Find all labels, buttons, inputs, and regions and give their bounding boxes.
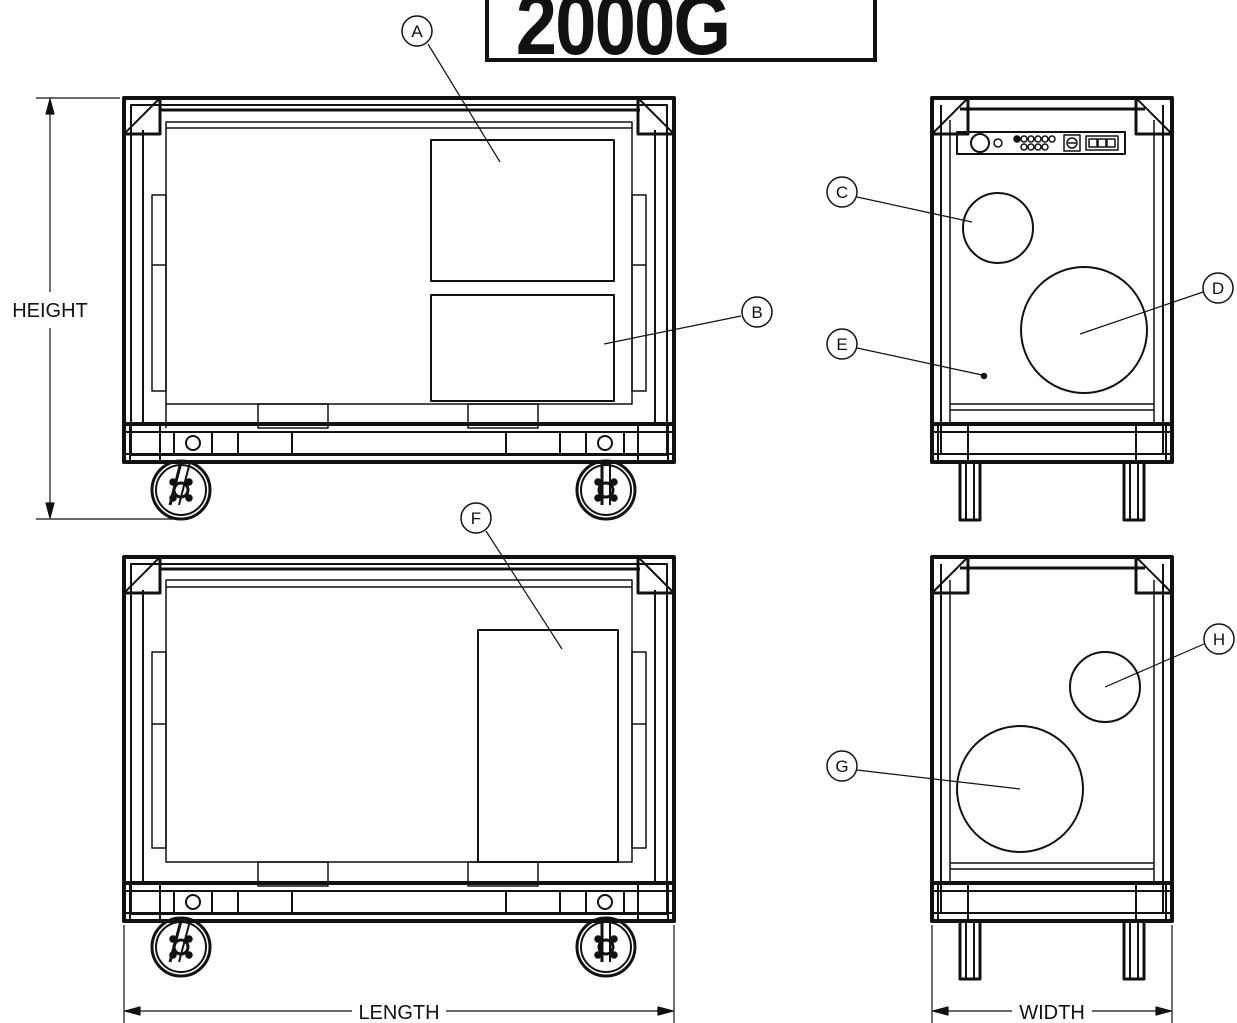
callout-g: G <box>826 750 1021 790</box>
side-handle-right <box>631 651 647 849</box>
rear-view <box>122 555 676 978</box>
caster-wheel-right <box>575 459 637 521</box>
panel-b <box>430 294 615 402</box>
callout-e: E <box>826 328 983 376</box>
rear-frame-outer <box>122 555 676 923</box>
caster-side-right <box>1122 460 1146 522</box>
side-view-bottom <box>930 555 1174 981</box>
indicator-e <box>980 372 988 380</box>
side-frame-outer <box>930 96 1174 464</box>
port-d <box>1020 266 1148 394</box>
caster-wheel-left <box>150 916 212 978</box>
height-dimension: HEIGHT <box>12 97 180 520</box>
base-slot <box>505 431 561 455</box>
side-base-rail <box>930 881 1174 923</box>
rear-panel <box>165 579 633 863</box>
side-view-top <box>930 96 1174 522</box>
callout-f: F <box>460 502 563 650</box>
bottom-tab <box>257 861 329 887</box>
bottom-tab <box>467 403 539 429</box>
svg-text:F: F <box>471 509 481 528</box>
front-panel <box>165 121 633 405</box>
height-label: HEIGHT <box>12 300 88 322</box>
callout-c: C <box>826 176 973 223</box>
length-label: LENGTH <box>358 1002 439 1023</box>
callout-a: A <box>401 15 501 163</box>
svg-text:A: A <box>411 22 423 41</box>
front-view <box>122 96 676 521</box>
svg-text:C: C <box>836 183 848 202</box>
base-slot <box>237 431 293 455</box>
svg-text:E: E <box>836 335 847 354</box>
rear-base-rail <box>122 881 676 923</box>
caster-side-left <box>958 919 982 981</box>
corner-bracket <box>636 96 676 136</box>
callout-h: H <box>1104 623 1235 688</box>
caster-side-left <box>958 460 982 522</box>
bottom-tab <box>257 403 329 429</box>
side-handle-left <box>151 194 167 392</box>
caster-mount <box>173 431 213 455</box>
corner-bracket <box>122 96 162 136</box>
port-h <box>1069 651 1141 723</box>
callout-b: B <box>603 296 773 345</box>
control-panel <box>956 131 1126 155</box>
side-base-rail <box>930 422 1174 464</box>
front-base-rail <box>122 422 676 464</box>
side-handle-right <box>631 194 647 392</box>
caster-wheel-right <box>575 916 637 978</box>
bottom-tab <box>467 861 539 887</box>
callout-d: D <box>1079 272 1234 335</box>
length-dimension: LENGTH <box>123 925 675 1023</box>
svg-text:D: D <box>1212 279 1224 298</box>
svg-text:B: B <box>751 303 762 322</box>
svg-text:G: G <box>835 757 848 776</box>
width-dimension: WIDTH <box>931 925 1173 1023</box>
title-box: TD-2000G <box>485 0 877 62</box>
width-label: WIDTH <box>1019 1002 1085 1023</box>
caster-wheel-left <box>150 459 212 521</box>
panel-f <box>477 629 619 863</box>
svg-text:H: H <box>1213 630 1225 649</box>
caster-side-right <box>1122 919 1146 981</box>
caster-mount <box>585 431 625 455</box>
model-title: TD-2000G <box>515 0 731 62</box>
side-frame-outer <box>930 555 1174 923</box>
side-handle-left <box>151 651 167 849</box>
port-c <box>962 192 1034 264</box>
panel-a <box>430 139 615 282</box>
port-g <box>956 725 1084 853</box>
